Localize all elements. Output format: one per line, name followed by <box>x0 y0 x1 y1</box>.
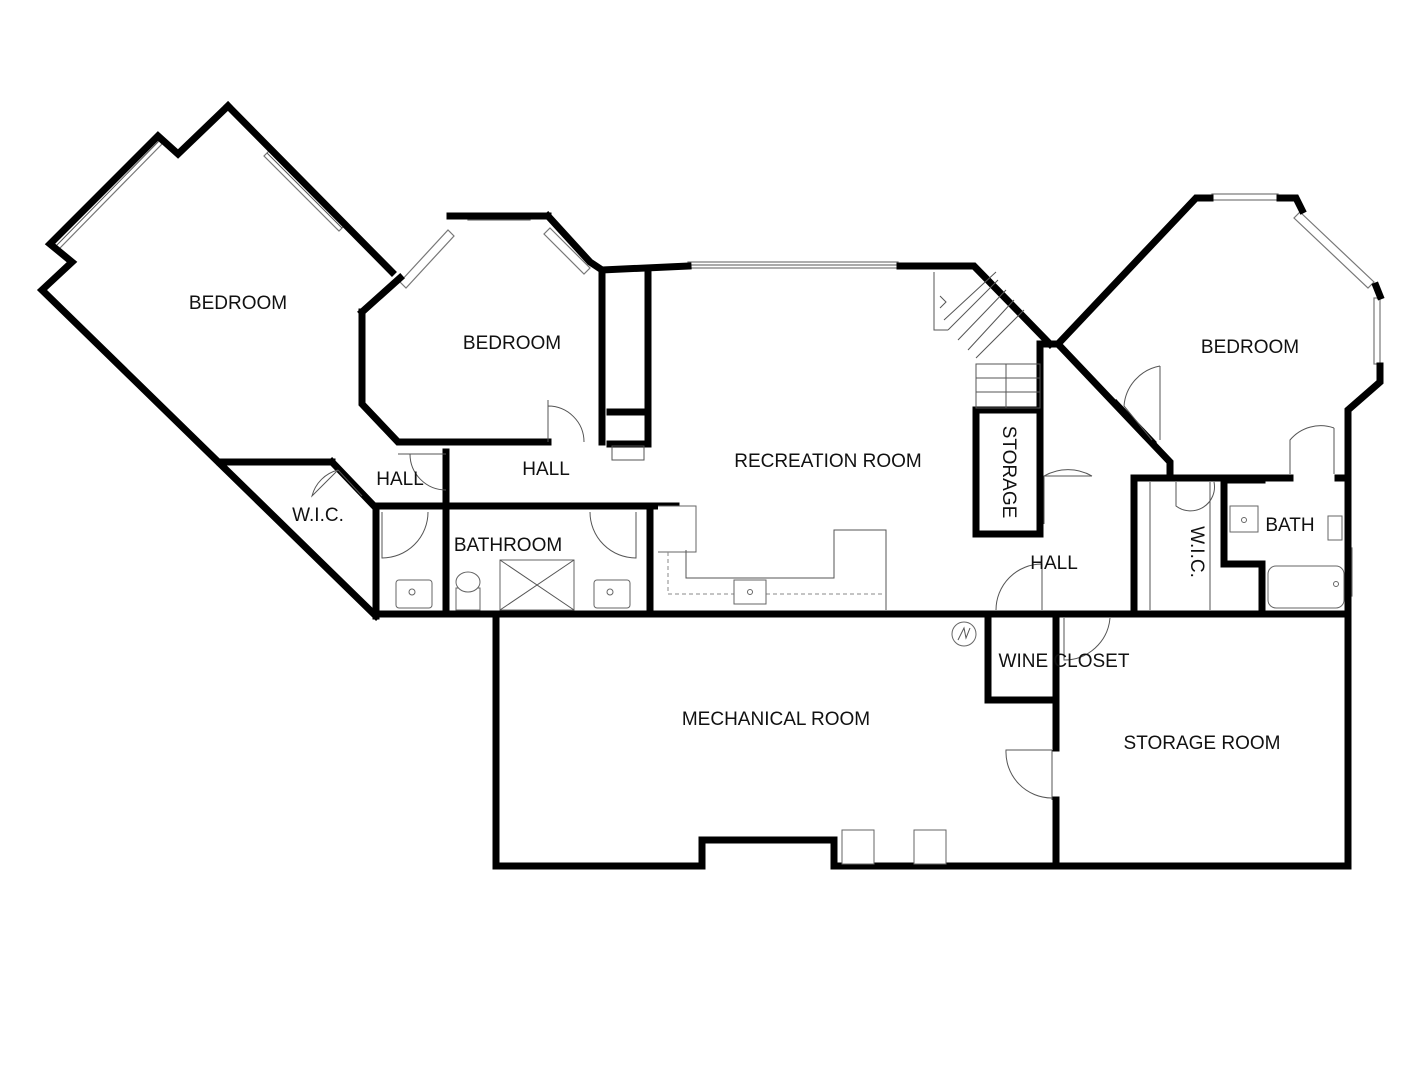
label-wic-left: W.I.C. <box>292 505 344 526</box>
room-labels: BEDROOM BEDROOM BEDROOM W.I.C. HALL HALL… <box>189 293 1315 754</box>
label-bath: BATH <box>1265 515 1314 536</box>
stairs <box>933 271 1041 409</box>
label-wic-right: W.I.C. <box>1186 526 1207 578</box>
label-storage: STORAGE <box>998 426 1019 519</box>
walls <box>36 101 1385 870</box>
fixtures <box>395 482 1345 865</box>
label-bedroom-center: BEDROOM <box>463 333 561 354</box>
label-wine-closet: WINE CLOSET <box>999 651 1130 672</box>
label-hall-right: HALL <box>1030 553 1078 574</box>
windows <box>51 137 1381 597</box>
label-hall-main: HALL <box>522 459 570 480</box>
label-bedroom-right: BEDROOM <box>1201 337 1299 358</box>
doors <box>311 365 1335 800</box>
label-storage-room: STORAGE ROOM <box>1124 733 1281 754</box>
label-hall-small: HALL <box>376 469 424 490</box>
label-bathroom: BATHROOM <box>454 535 562 556</box>
label-bedroom-left: BEDROOM <box>189 293 287 314</box>
label-recreation-room: RECREATION ROOM <box>734 451 922 472</box>
label-mechanical-room: MECHANICAL ROOM <box>682 709 870 730</box>
